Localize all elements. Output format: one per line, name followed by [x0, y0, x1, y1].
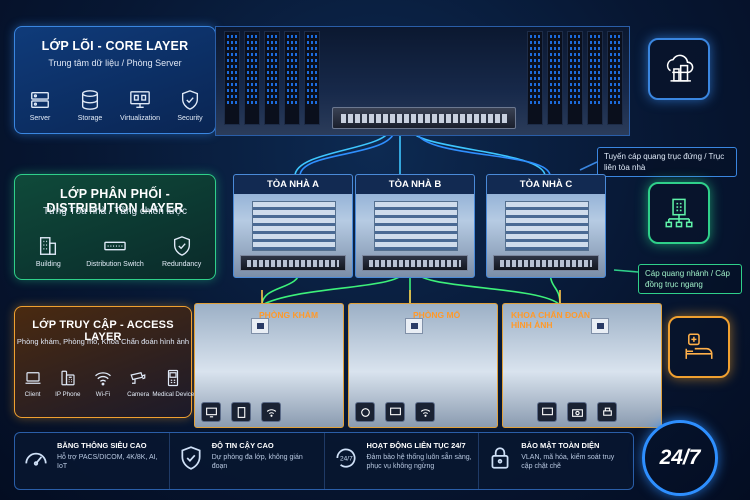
access-item-phone: IP Phone	[51, 369, 85, 398]
clock-247-icon: 24/7	[335, 448, 355, 468]
building-title: TÒA NHÀ C	[487, 175, 605, 194]
feature-title: BẢO MẬT TOÀN DIỆN	[521, 441, 600, 450]
feature-title: ĐỘ TIN CẬY CAO	[211, 441, 274, 450]
storage-icon	[81, 90, 99, 110]
building-b: TÒA NHÀ B	[355, 174, 475, 278]
feature-desc: Hỗ trợ PACS/DICOM, 4K/8K, AI, IoT	[57, 454, 158, 470]
core-item-label: Security	[177, 115, 203, 122]
room-operating: PHÒNG MỔ	[348, 303, 498, 428]
camera-icon	[567, 402, 587, 422]
access-switch	[405, 318, 423, 334]
core-layer-panel: LỚP LÕI - CORE LAYER Trung tâm dữ liệu /…	[14, 26, 216, 134]
shield-check-icon	[181, 446, 201, 470]
feature-reliability: ĐỘ TIN CẬY CAO Dự phòng đa lớp, không gi…	[170, 433, 325, 489]
core-item-virtualization: Virtualization	[115, 89, 165, 122]
access-item-label: Medical Device	[152, 391, 195, 398]
feature-desc: Dự phòng đa lớp, không gián đoạn	[211, 454, 303, 470]
core-item-server: Server	[15, 89, 65, 122]
distribution-switch	[240, 255, 346, 271]
feature-desc: Đảm bảo hệ thống luôn sẵn sàng, phục vụ …	[366, 454, 472, 470]
feature-desc: VLAN, mã hóa, kiểm soát truy cập chặt ch…	[521, 454, 615, 470]
laptop-icon	[25, 372, 41, 384]
switch-icon	[104, 241, 126, 251]
building-network-icon	[648, 182, 710, 244]
building-a: TÒA NHÀ A	[233, 174, 353, 278]
access-item-label: Wi-Fi	[95, 391, 111, 398]
building-icon	[40, 237, 57, 255]
room-imaging: KHOA CHẨN ĐOÁN HÌNH ẢNH	[502, 303, 662, 428]
building-title: TÒA NHÀ B	[356, 175, 474, 194]
access-item-client: Client	[16, 369, 50, 398]
camera-icon	[130, 372, 146, 384]
uptime-badge-text: 24/7	[659, 446, 701, 469]
distribution-switch	[362, 255, 468, 271]
access-item-label: IP Phone	[55, 391, 81, 398]
feature-bandwidth: BĂNG THÔNG SIÊU CAO Hỗ trợ PACS/DICOM, 4…	[15, 433, 170, 489]
core-layer-title: LỚP LÕI - CORE LAYER	[41, 39, 189, 53]
feature-title: BĂNG THÔNG SIÊU CAO	[57, 441, 147, 450]
core-item-label: Server	[29, 115, 51, 122]
core-item-storage: Storage	[65, 89, 115, 122]
features-bar: BĂNG THÔNG SIÊU CAO Hỗ trợ PACS/DICOM, 4…	[14, 432, 634, 490]
building-title: TÒA NHÀ A	[234, 175, 352, 194]
core-switch	[332, 107, 516, 129]
access-item-medical: Medical Device	[152, 369, 194, 398]
room-title: PHÒNG KHÁM	[259, 310, 319, 320]
access-switch	[591, 318, 609, 334]
access-item-label: Camera	[127, 391, 150, 398]
distribution-switch	[493, 255, 599, 271]
monitor-icon	[537, 402, 557, 422]
core-layer-subtitle: Trung tâm dữ liệu / Phòng Server	[48, 58, 182, 68]
core-item-label: Virtualization	[120, 115, 160, 122]
lock-icon	[491, 447, 509, 469]
monitor-icon	[201, 402, 221, 422]
access-item-wifi: Wi-Fi	[86, 369, 120, 398]
building-c: TÒA NHÀ C	[486, 174, 606, 278]
access-layer-subtitle: Phòng khám, Phòng mổ, Khoa Chẩn đoán hìn…	[16, 337, 190, 346]
virtualization-icon	[130, 91, 150, 109]
medical-device-icon	[168, 369, 179, 387]
core-item-security: Security	[165, 89, 215, 122]
access-item-camera: Camera	[121, 369, 155, 398]
feature-uptime: 24/7 HOẠT ĐỘNG LIÊN TỤC 24/7 Đảm bảo hệ …	[325, 433, 480, 489]
wifi-icon	[95, 372, 111, 386]
server-icon	[31, 91, 49, 109]
dist-item-building: Building	[18, 235, 78, 268]
printer-icon	[597, 402, 617, 422]
feature-security: BẢO MẬT TOÀN DIỆN VLAN, mã hóa, kiểm soá…	[479, 433, 633, 489]
monitor-icon	[385, 402, 405, 422]
phone-icon	[231, 402, 251, 422]
dist-item-redundancy: Redundancy	[152, 235, 212, 268]
wifi-icon	[261, 402, 281, 422]
branch-callout: Cáp quang nhánh / Cáp đồng trục ngang	[638, 264, 742, 294]
dist-item-label: Building	[35, 261, 61, 268]
room-clinic: PHÒNG KHÁM	[194, 303, 344, 428]
feature-title: HOẠT ĐỘNG LIÊN TỤC 24/7	[366, 441, 466, 450]
distribution-layer-subtitle: Từng Tòa nhà / Tầng chiến lược	[42, 206, 188, 217]
access-item-label: Client	[24, 391, 41, 398]
room-title: KHOA CHẨN ĐOÁN HÌNH ẢNH	[511, 310, 591, 330]
distribution-layer-panel: LỚP PHÂN PHỐI - DISTRIBUTION LAYER Từng …	[14, 174, 216, 280]
dist-item-label: Distribution Switch	[86, 261, 144, 268]
speedometer-icon	[25, 452, 47, 466]
medical-device-icon	[355, 402, 375, 422]
uptime-badge: 24/7	[642, 420, 718, 496]
dist-item-label: Redundancy	[161, 261, 202, 268]
room-title: PHÒNG MỔ	[413, 310, 461, 320]
dist-item-switch: Distribution Switch	[85, 235, 145, 268]
access-layer-title: LỚP TRUY CẬP - ACCESS LAYER	[32, 319, 174, 343]
data-center-image	[215, 26, 630, 136]
access-switch	[251, 318, 269, 334]
svg-text:24/7: 24/7	[340, 456, 353, 463]
cloud-building-icon	[648, 38, 710, 100]
shield-icon	[181, 90, 199, 110]
wifi-icon	[415, 402, 435, 422]
hospital-bed-icon	[668, 316, 730, 378]
core-item-label: Storage	[77, 115, 103, 122]
fiber-callout: Tuyến cáp quang trục đứng / Trục liên tò…	[597, 147, 737, 177]
phone-icon	[61, 370, 75, 386]
shield-check-icon	[173, 236, 190, 256]
access-layer-panel: LỚP TRUY CẬP - ACCESS LAYER Phòng khám, …	[14, 306, 194, 418]
distribution-layer-title: LỚP PHÂN PHỐI - DISTRIBUTION LAYER	[46, 187, 184, 215]
